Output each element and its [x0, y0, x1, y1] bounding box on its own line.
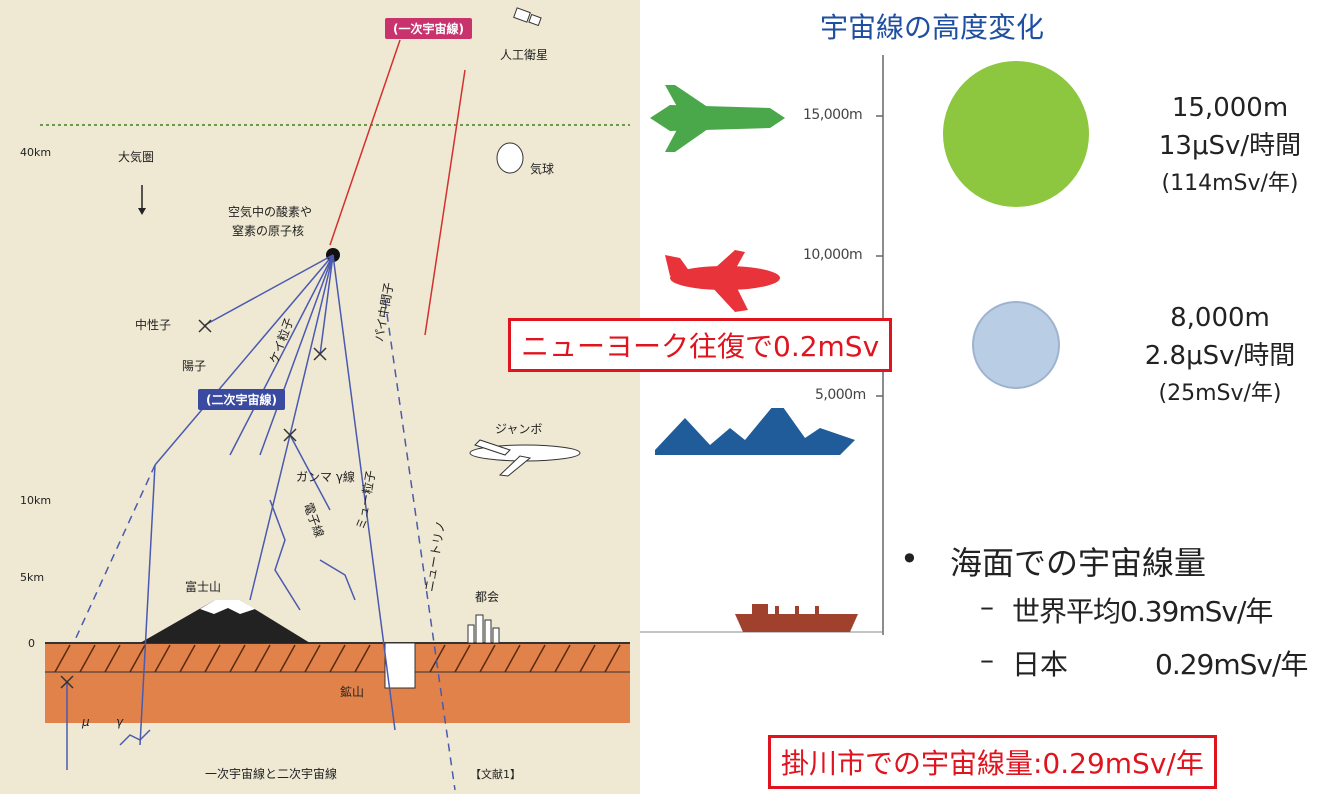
proton-label: 陽子	[182, 359, 207, 373]
mine-shaft	[384, 642, 416, 689]
satellite-label: 人工衛星	[500, 48, 549, 62]
gamma-label: ガンマ γ線	[296, 470, 355, 484]
fuji-snowcap	[200, 600, 255, 614]
axis-ticks	[876, 115, 883, 397]
mid-annual-value: (25mSv/年)	[1158, 381, 1282, 406]
kakegawa-callout: 掛川市での宇宙線量:0.29mSv/年	[768, 735, 1217, 789]
mid-altitude-circle	[972, 301, 1060, 389]
mount-fuji	[140, 600, 310, 643]
atmosphere-label: 大気圏	[118, 150, 155, 164]
tick-5000: 5,000m	[815, 387, 866, 403]
jumbo-label: ジャンボ	[495, 422, 543, 436]
neutron-label: 中性子	[135, 318, 172, 332]
high-annual-value: (114mSv/年)	[1161, 171, 1299, 196]
japan-value: 0.29mSv/年	[1155, 648, 1308, 681]
primary-ray-tag: (一次宇宙線)	[385, 18, 472, 39]
altitude-10km: 10km	[20, 494, 52, 507]
dash-2: –	[980, 643, 994, 676]
jumbo-jet-icon	[469, 439, 581, 477]
sea-level-heading: 海面での宇宙線量	[950, 544, 1207, 582]
dash-1: –	[980, 590, 994, 623]
diagram-caption: 一次宇宙線と二次宇宙線	[205, 767, 338, 781]
diagram-reference: 【文献1】	[470, 768, 521, 781]
mid-rate-value: 2.8μSv/時間	[1144, 341, 1296, 371]
primary-ray-1	[329, 39, 401, 246]
mu-symbol: μ	[82, 715, 90, 729]
nucleus-label-2: 窒素の原子核	[232, 224, 305, 238]
ship-icon	[735, 604, 858, 632]
japan-label: 日本	[1012, 648, 1069, 681]
balloon-label: 気球	[530, 162, 555, 176]
city-label: 都会	[475, 590, 500, 604]
high-altitude-circle	[943, 61, 1089, 207]
ground-layer	[45, 643, 630, 723]
ny-trip-callout: ニューヨーク往復で0.2mSv	[508, 318, 893, 372]
high-rate-value: 13μSv/時間	[1158, 131, 1302, 161]
altitude-title: 宇宙線の高度変化	[820, 11, 1045, 44]
diagram-canvas	[0, 0, 640, 794]
dashed-rays	[74, 299, 456, 791]
nucleus-label-1: 空気中の酸素や	[228, 205, 313, 219]
primary-ray-2	[424, 69, 466, 336]
collision-marks	[60, 319, 327, 689]
airplane-icon	[665, 250, 780, 312]
ground-hatching	[54, 644, 621, 673]
tick-15000: 15,000m	[803, 107, 863, 123]
shower-lines	[66, 254, 396, 770]
altitude-0: 0	[28, 637, 35, 650]
fuji-label: 富士山	[185, 580, 222, 594]
mid-altitude-value: 8,000m	[1170, 303, 1270, 333]
altitude-40km: 40km	[20, 146, 52, 159]
mine-label: 鉱山	[340, 685, 365, 699]
satellite-icon	[513, 7, 542, 27]
bullet-dot: •	[900, 540, 919, 578]
altitude-5km: 5km	[20, 571, 45, 584]
balloon-icon	[496, 142, 524, 174]
jet-icon	[650, 85, 785, 152]
world-average: 世界平均0.39mSv/年	[1012, 595, 1273, 628]
mountains-icon	[655, 400, 855, 455]
tick-10000: 10,000m	[803, 247, 863, 263]
gamma-symbol: γ	[116, 715, 124, 729]
cosmic-ray-diagram: (一次宇宙線) (二次宇宙線) 人工衛星 気球 大気圏 空気中の酸素や 窒素の原…	[0, 0, 640, 794]
high-altitude-value: 15,000m	[1171, 93, 1289, 123]
altitude-chart	[640, 55, 1089, 635]
city-buildings	[467, 614, 500, 644]
secondary-ray-tag: (二次宇宙線)	[198, 389, 285, 410]
